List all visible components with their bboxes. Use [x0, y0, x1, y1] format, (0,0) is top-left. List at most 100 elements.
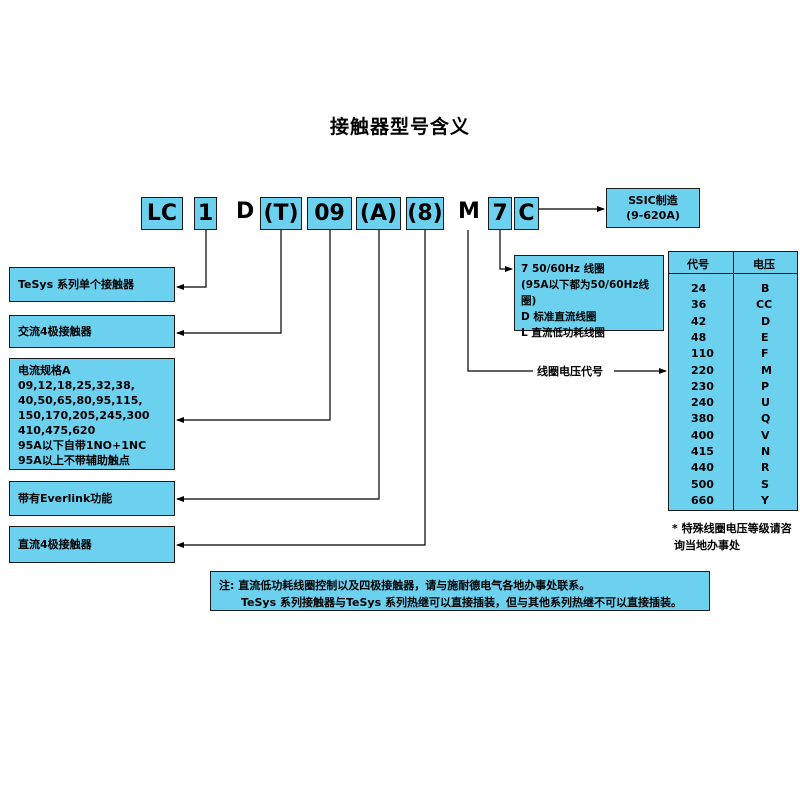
current-line-6: 95A以下自带1NO+1NC [18, 439, 147, 452]
current-line-7: 95A以上不带辅助触点 [18, 454, 130, 467]
voltage-code: D [761, 314, 771, 328]
coil-type-box: 7 50/60Hz 线圈 (95A以下都为50/60Hz线圈) D 标准直流线圈… [514, 255, 664, 339]
current-line-3: 40,50,65,80,95,115, [18, 394, 143, 407]
label-ac4: 交流4极接触器 [9, 315, 175, 348]
code-8-text: (8) [407, 201, 443, 226]
code-lc: LC [141, 197, 183, 230]
voltage-value: 380 [691, 412, 714, 426]
label-tesys: TeSys 系列单个接触器 [9, 267, 175, 302]
code-size-text: 09 [314, 201, 345, 226]
connector-everlink [176, 230, 380, 502]
label-tesys-text: TeSys 系列单个接触器 [18, 277, 134, 291]
ssic-line-1: SSIC制造 [628, 193, 678, 207]
current-line-5: 410,475,620 [18, 424, 96, 437]
special-note-line-1: * 特殊线圈电压等级请咨 [672, 522, 792, 535]
voltage-table-row: 500 S [669, 478, 797, 495]
connector-ac4 [176, 230, 282, 336]
label-everlink: 带有Everlink功能 [9, 481, 175, 516]
voltage-code: CC [756, 298, 773, 312]
voltage-code: U [761, 396, 770, 410]
special-note-line-2: 询当地办事处 [674, 539, 740, 552]
connector-coil-type [499, 230, 513, 272]
code-size: 09 [307, 197, 352, 230]
code-c-text: C [518, 201, 535, 226]
label-dc4-text: 直流4极接触器 [18, 537, 92, 551]
voltage-code: E [761, 330, 769, 344]
voltage-value: 400 [691, 428, 714, 442]
voltage-table-row: 440 R [669, 461, 797, 478]
voltage-value: 660 [691, 493, 714, 507]
label-ac4-text: 交流4极接触器 [18, 324, 92, 338]
voltage-value: 36 [691, 298, 707, 312]
current-line-1: 电流规格A [18, 364, 71, 377]
coil-type-line-3: D 标准直流线圈 [521, 311, 597, 323]
voltage-value: 500 [691, 477, 714, 491]
voltage-value: 240 [691, 396, 714, 410]
code-a: (A) [356, 197, 401, 230]
code-lc-text: LC [146, 201, 178, 226]
code-a-text: (A) [359, 201, 398, 226]
voltage-table-row: 660 Y [669, 494, 797, 511]
voltage-code: P [761, 379, 770, 393]
voltage-table-row: 230 P [669, 380, 797, 397]
voltage-value: 415 [691, 445, 714, 458]
code-7-text: 7 [492, 201, 508, 226]
voltage-value: 440 [691, 461, 714, 475]
ssic-line-2: (9-620A) [626, 209, 680, 222]
voltage-code: S [761, 477, 769, 491]
voltage-code: F [761, 347, 769, 361]
connector-current [176, 230, 331, 423]
connector-tesys [176, 230, 207, 290]
voltage-table-header-voltage: 电压 [753, 258, 775, 271]
connector-dc4 [176, 230, 426, 548]
code-m: M [458, 199, 480, 224]
code-d: D [236, 199, 255, 224]
voltage-value: 220 [691, 363, 714, 377]
special-note: * 特殊线圈电压等级请咨 询当地办事处 [672, 520, 792, 554]
code-7: 7 [488, 197, 512, 230]
voltage-value: 230 [691, 379, 714, 393]
label-everlink-text: 带有Everlink功能 [18, 491, 113, 505]
voltage-table-column-divider [733, 252, 734, 510]
voltage-table-row: 24 B [669, 282, 797, 299]
voltage-table-row: 110 F [669, 347, 797, 364]
coil-type-line-4: L 直流低功耗线圈 [521, 327, 605, 339]
voltage-value: 48 [691, 330, 707, 344]
voltage-code: R [761, 461, 770, 475]
diagram-title: 接触器型号含义 [329, 116, 470, 138]
label-current-ratings: 电流规格A 09,12,18,25,32,38, 40,50,65,80,95,… [9, 358, 175, 470]
code-1-text: 1 [197, 201, 214, 226]
bottom-note-line-2: TeSys 系列接触器与TeSys 系列热继可以直接插装，但与其他系列热继不可以… [241, 596, 682, 609]
voltage-value: 110 [691, 347, 714, 361]
voltage-table-row: 220 M [669, 364, 797, 381]
voltage-table-row: 36 CC [669, 298, 797, 315]
voltage-value: 24 [691, 282, 707, 295]
voltage-code: Q [761, 412, 771, 426]
voltage-table-header-code: 代号 [687, 258, 709, 271]
voltage-table: 代号 电压 24 B 36 CC 42 D 48 E 110 F 220 M 230 P 240 U 380 Q 4… [668, 251, 798, 511]
coil-type-line-1: 7 50/60Hz 线圈 [521, 263, 605, 275]
label-dc4: 直流4极接触器 [9, 526, 175, 563]
code-t: (T) [260, 197, 302, 230]
code-1: 1 [194, 197, 217, 230]
voltage-table-row: 380 Q [669, 412, 797, 429]
ssic-box: SSIC制造 (9-620A) [606, 188, 700, 228]
voltage-table-row: 240 U [669, 396, 797, 413]
bottom-note: 注: 直流低功耗线圈控制以及四极接触器，请与施耐德电气各地办事处联系。 TeSy… [210, 571, 710, 611]
voltage-code: V [761, 428, 770, 442]
voltage-code: Y [761, 493, 769, 507]
coil-type-line-2: (95A以下都为50/60Hz线圈) [521, 279, 649, 307]
code-t-text: (T) [263, 201, 299, 226]
voltage-value: 42 [691, 314, 707, 328]
code-c: C [514, 197, 539, 230]
voltage-code: B [761, 282, 770, 295]
voltage-code: N [761, 445, 771, 458]
voltage-table-row: 48 E [669, 331, 797, 348]
voltage-table-row: 415 N [669, 445, 797, 462]
coil-voltage-label: 线圈电压代号 [537, 365, 603, 378]
code-8: (8) [406, 197, 444, 230]
voltage-table-row: 42 D [669, 315, 797, 332]
current-line-2: 09,12,18,25,32,38, [18, 379, 135, 392]
voltage-code: M [761, 363, 772, 377]
bottom-note-line-1: 注: 直流低功耗线圈控制以及四极接触器，请与施耐德电气各地办事处联系。 [219, 579, 591, 592]
